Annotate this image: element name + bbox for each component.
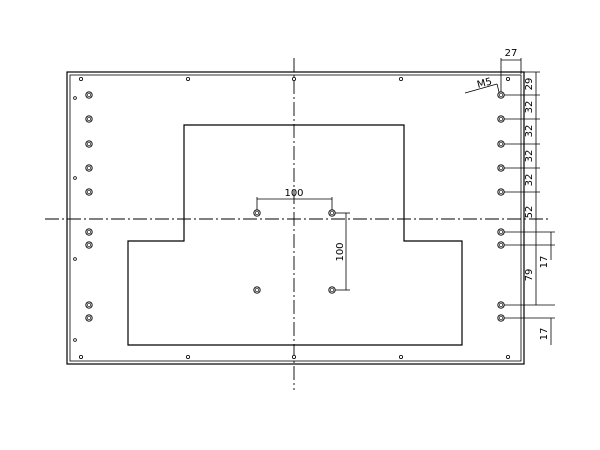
perimeter-hole bbox=[291, 77, 296, 82]
tapped-hole bbox=[497, 228, 505, 236]
dim-label-32-c: 32 bbox=[524, 150, 535, 163]
tapped-hole bbox=[497, 188, 505, 196]
tapped-hole bbox=[497, 91, 505, 99]
perimeter-hole bbox=[73, 257, 77, 261]
tapped-hole bbox=[85, 301, 93, 309]
perimeter-hole bbox=[185, 354, 190, 359]
tapped-hole bbox=[85, 115, 93, 123]
perimeter-hole bbox=[398, 354, 403, 359]
tapped-hole bbox=[253, 209, 261, 217]
dim-label-32-a: 32 bbox=[524, 101, 535, 114]
center-hole-pattern bbox=[253, 209, 336, 294]
tapped-hole bbox=[85, 188, 93, 196]
tapped-hole bbox=[497, 115, 505, 123]
perimeter-holes bbox=[73, 77, 510, 359]
tapped-hole bbox=[85, 228, 93, 236]
thread-label: M5 bbox=[476, 76, 493, 91]
dim-vertical-chain: 29 32 32 32 32 52 79 17 17 bbox=[504, 71, 555, 345]
perimeter-hole bbox=[79, 354, 84, 359]
dim-horizontal-100: 100 bbox=[256, 188, 333, 210]
right-tapped-holes bbox=[497, 91, 505, 322]
tapped-hole bbox=[497, 314, 505, 322]
perimeter-hole bbox=[79, 77, 84, 82]
tapped-hole bbox=[85, 164, 93, 172]
tapped-hole bbox=[253, 286, 261, 294]
tapped-hole bbox=[497, 241, 505, 249]
perimeter-hole bbox=[73, 96, 77, 100]
dim-edge-27: 27 bbox=[500, 48, 522, 92]
perimeter-hole bbox=[73, 176, 77, 180]
plate-outline-inner bbox=[69, 74, 522, 362]
cutout-outline bbox=[127, 124, 463, 346]
tapped-hole bbox=[85, 140, 93, 148]
tapped-hole bbox=[497, 301, 505, 309]
dim-label-27: 27 bbox=[505, 48, 518, 59]
tapped-hole bbox=[497, 164, 505, 172]
perimeter-hole bbox=[505, 77, 510, 82]
tapped-hole bbox=[85, 241, 93, 249]
perimeter-hole bbox=[73, 338, 77, 342]
perimeter-hole bbox=[291, 354, 296, 359]
dim-label-17-a: 17 bbox=[539, 256, 550, 269]
tapped-hole bbox=[85, 91, 93, 99]
perimeter-hole bbox=[398, 77, 403, 82]
left-tapped-holes bbox=[85, 91, 93, 322]
tapped-hole bbox=[497, 140, 505, 148]
dim-label-17-b: 17 bbox=[539, 328, 550, 341]
dim-label-32-d: 32 bbox=[524, 174, 535, 187]
tapped-hole bbox=[328, 209, 336, 217]
dim-label-52: 52 bbox=[524, 206, 535, 219]
thread-callout: M5 bbox=[464, 76, 500, 94]
perimeter-hole bbox=[185, 77, 190, 82]
plate-outline-outer bbox=[66, 71, 525, 365]
tapped-hole bbox=[85, 314, 93, 322]
dim-label-79: 79 bbox=[524, 269, 535, 282]
dim-label-100-v: 100 bbox=[335, 242, 346, 261]
tapped-hole bbox=[328, 286, 336, 294]
dim-label-100-h: 100 bbox=[284, 188, 303, 199]
dim-label-32-b: 32 bbox=[524, 125, 535, 138]
perimeter-hole bbox=[505, 354, 510, 359]
dim-vertical-100: 100 bbox=[335, 212, 350, 291]
dim-label-29: 29 bbox=[524, 78, 535, 91]
